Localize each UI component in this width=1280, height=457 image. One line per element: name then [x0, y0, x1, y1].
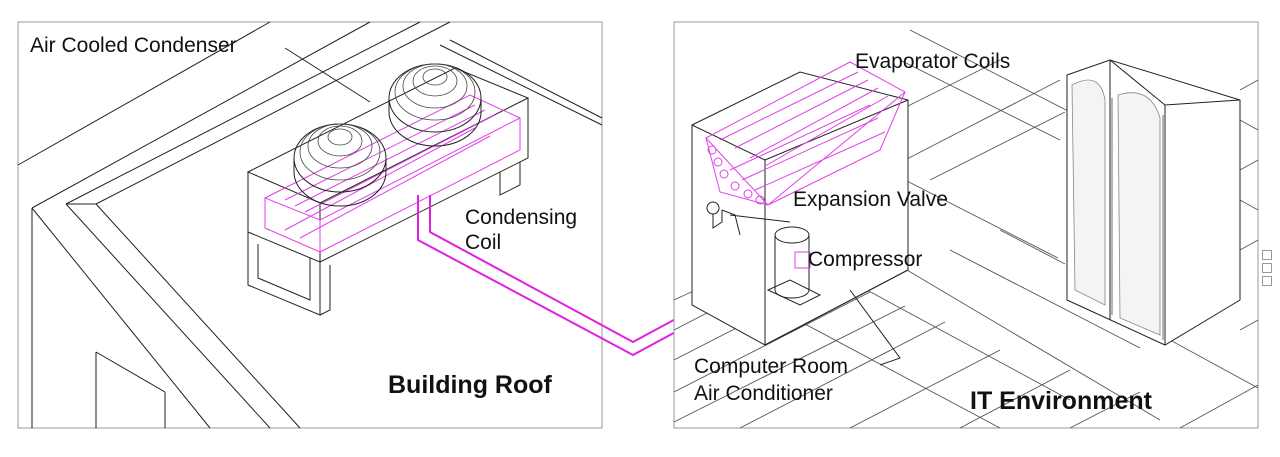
expansion-valve — [706, 201, 791, 236]
air-cooled-condenser-unit — [246, 63, 530, 316]
expansion-valve-label: Expansion Valve — [793, 188, 948, 211]
condenser-fan-left — [293, 123, 387, 207]
square-icon — [1262, 276, 1272, 286]
edge-handle-icons — [1262, 250, 1274, 289]
square-icon — [1262, 250, 1272, 260]
condensing-coil-label-line2: Coil — [465, 231, 501, 254]
it-environment-label: IT Environment — [970, 387, 1153, 415]
air-cooled-condenser-label: Air Cooled Condenser — [30, 34, 237, 57]
evaporator-coils-label: Evaporator Coils — [855, 50, 1010, 73]
condensing-coil-label-line1: Condensing — [465, 206, 577, 229]
crac-unit — [691, 61, 909, 366]
compressor — [766, 226, 822, 306]
compressor-label: Compressor — [808, 248, 922, 271]
it-environment-panel: Evaporator Coils Expansion Valve Compres… — [673, 21, 1259, 429]
square-icon — [1262, 263, 1272, 273]
building-roof-label: Building Roof — [388, 371, 553, 399]
evaporator-coils — [705, 61, 906, 206]
condenser-fan-right — [388, 63, 482, 147]
building-roof-panel: Air Cooled Condenser Condensing Coil Bui… — [17, 21, 603, 429]
roof-outline — [17, 21, 603, 429]
crac-leader-line — [849, 289, 901, 366]
crac-label-line1: Computer Room — [694, 355, 848, 378]
raised-floor-grid — [673, 29, 1259, 429]
server-racks — [1066, 59, 1241, 346]
crac-label-line2: Air Conditioner — [694, 382, 833, 405]
condenser-leader-line — [284, 47, 371, 103]
